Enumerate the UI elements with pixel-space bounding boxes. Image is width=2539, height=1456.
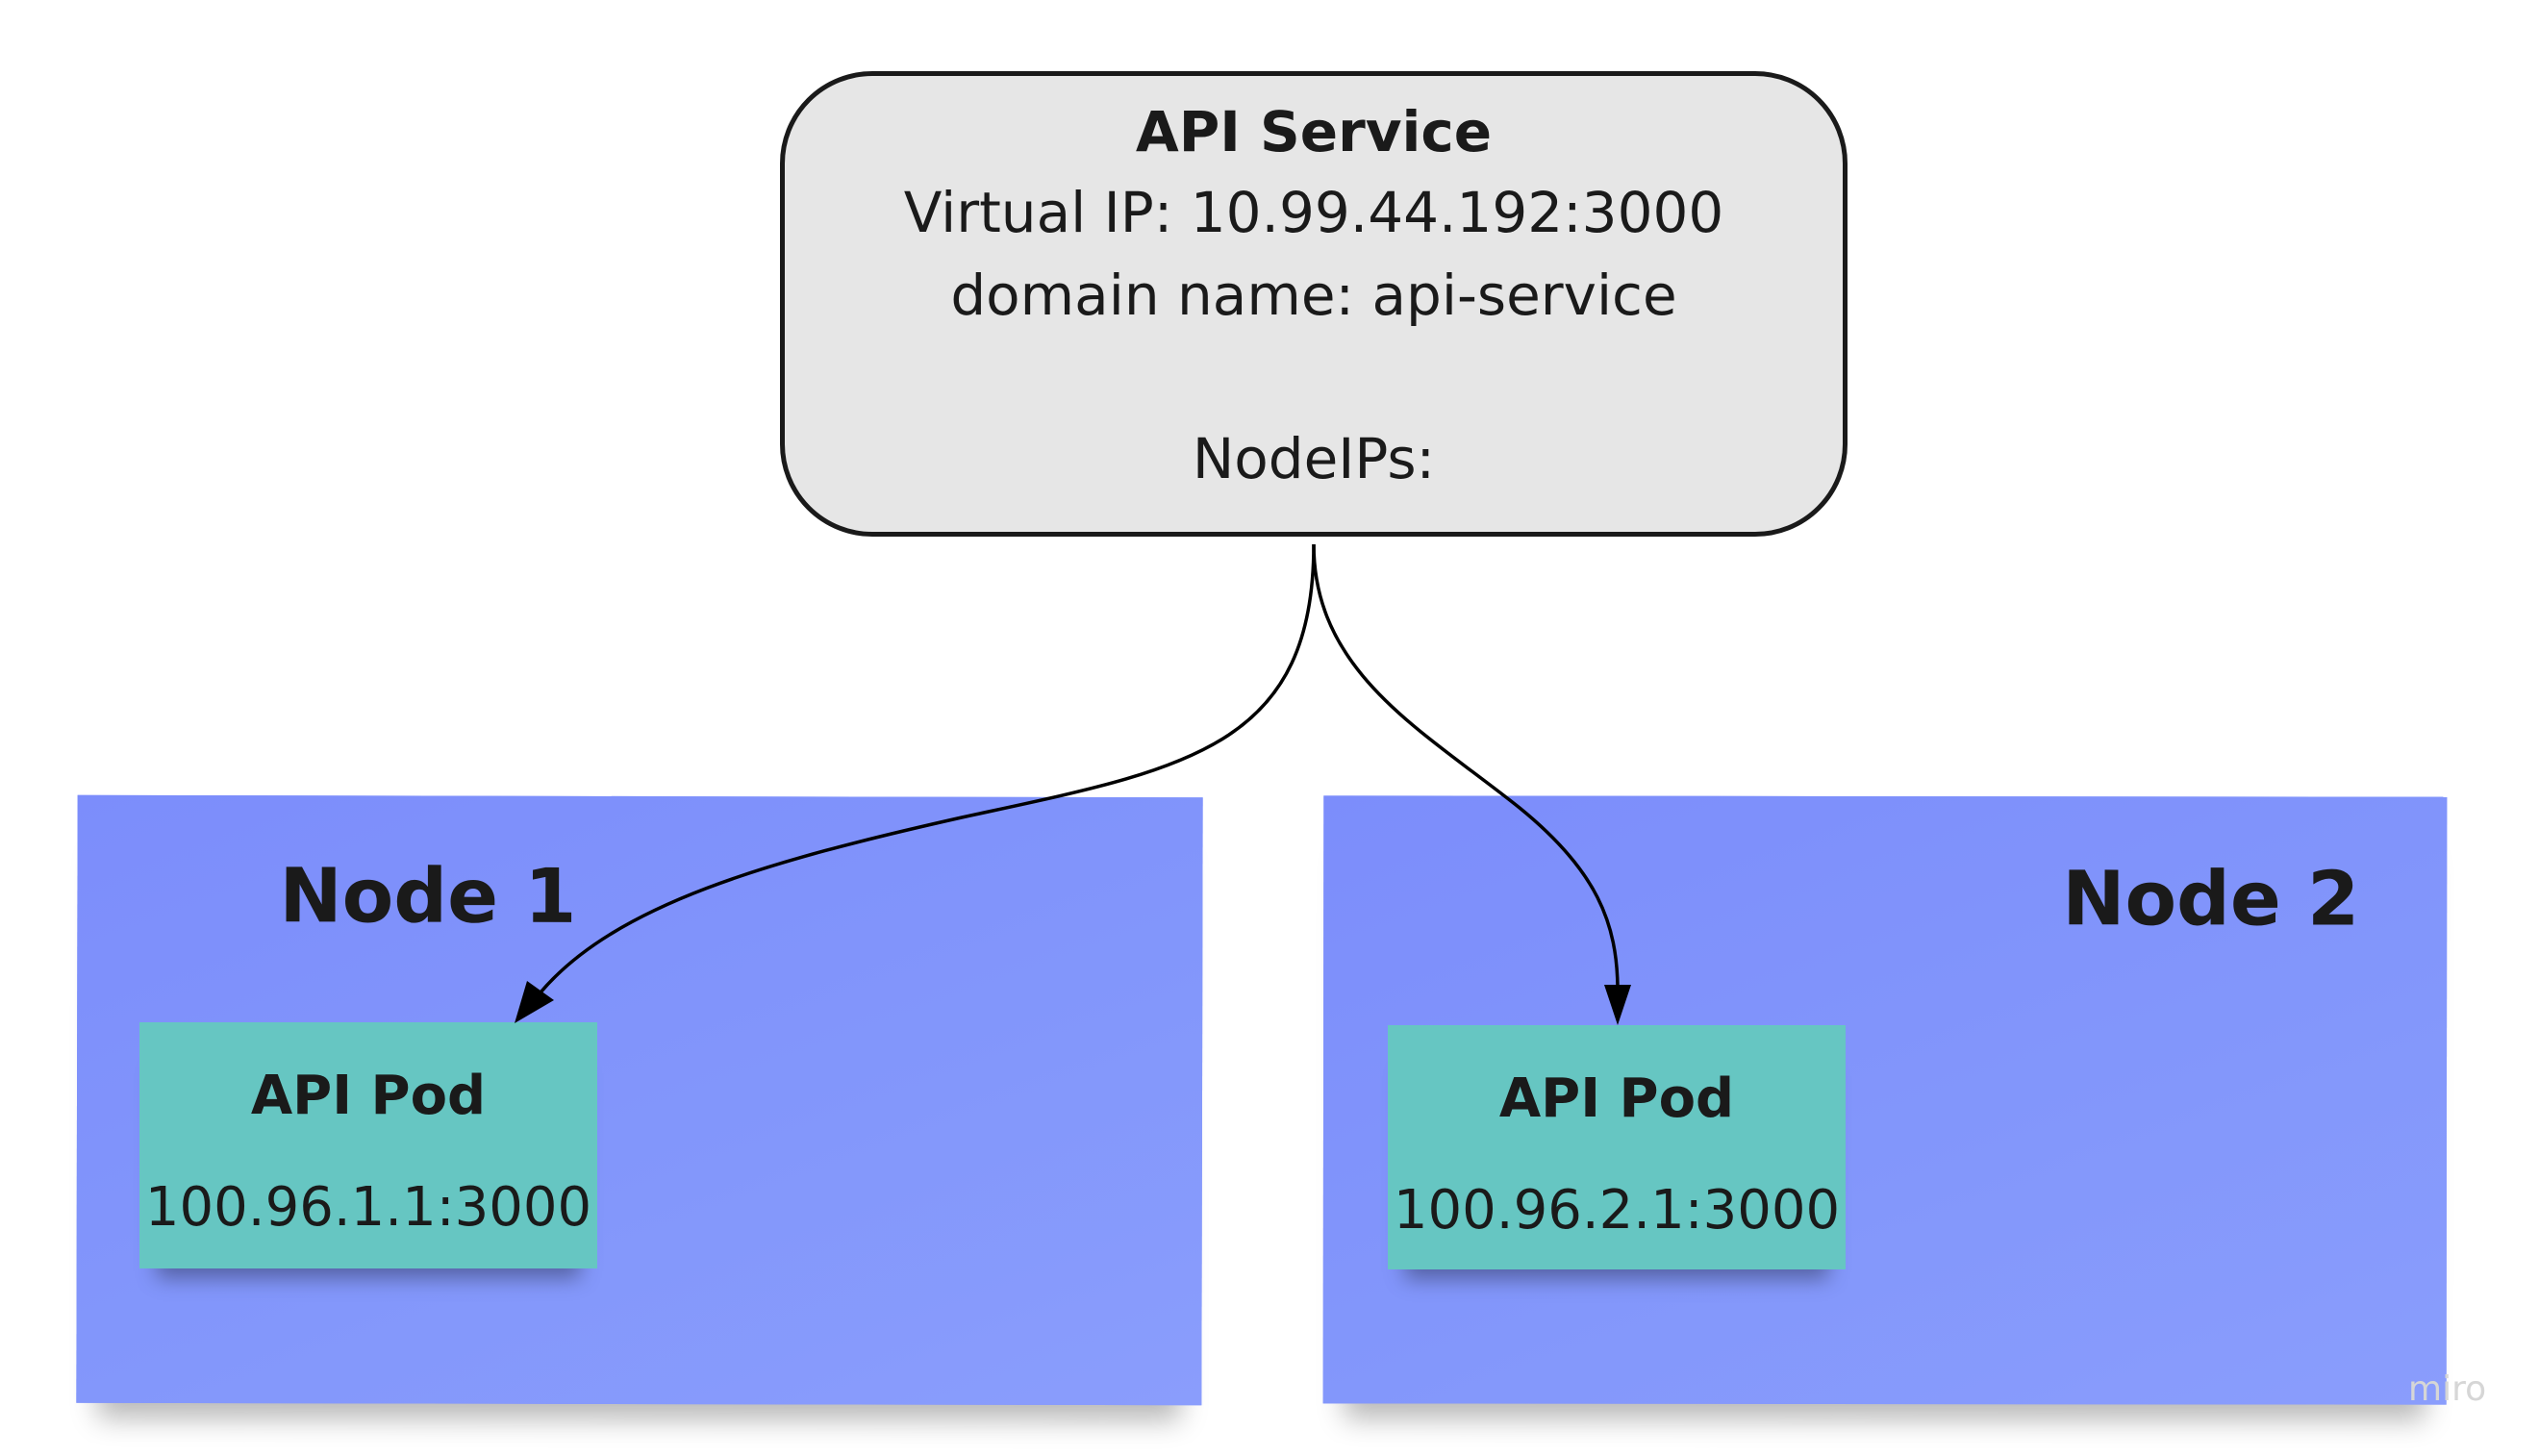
node-1-api-pod[interactable]: API Pod 100.96.1.1:3000 <box>139 1022 597 1268</box>
service-title: API Service <box>1135 99 1493 164</box>
pod-title: API Pod <box>250 1065 487 1127</box>
pod-ip: 100.96.1.1:3000 <box>144 1176 592 1239</box>
pod-ip: 100.96.2.1:3000 <box>1393 1179 1841 1242</box>
service-domain-name: domain name: api-service <box>950 263 1677 328</box>
miro-watermark: miro <box>2408 1369 2487 1409</box>
service-node-ips: NodeIPs: <box>1192 426 1436 491</box>
node-1-title: Node 1 <box>279 853 577 941</box>
node-2-title: Node 2 <box>2062 856 2360 943</box>
service-virtual-ip: Virtual IP: 10.99.44.192:3000 <box>903 180 1724 245</box>
node-2-api-pod[interactable]: API Pod 100.96.2.1:3000 <box>1388 1025 1846 1269</box>
pod-title: API Pod <box>1498 1067 1735 1130</box>
api-service-box[interactable]: API Service Virtual IP: 10.99.44.192:300… <box>780 71 1848 537</box>
